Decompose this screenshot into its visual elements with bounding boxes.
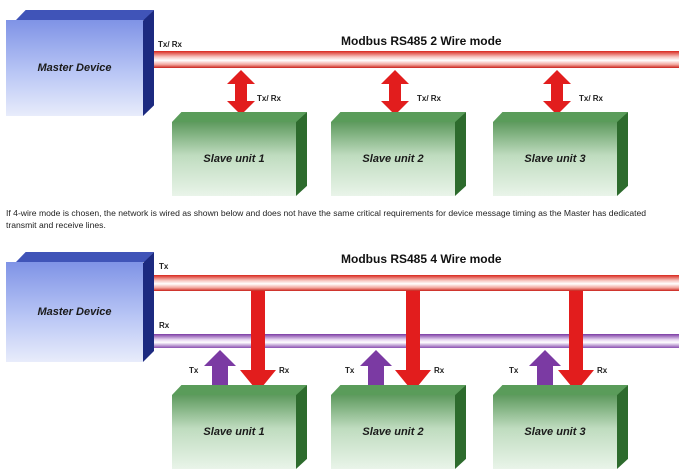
description-paragraph: If 4-wire mode is chosen, the network is…	[6, 208, 647, 230]
txrx-label: Tx/ Rx	[579, 94, 604, 103]
diagram-title-4-wire: Modbus RS485 4 Wire mode	[341, 252, 502, 266]
rx-label: Rx	[159, 321, 170, 330]
tx-label: Tx	[189, 366, 199, 375]
slave-unit-box: Slave unit 2	[331, 112, 466, 196]
tx-label: Tx	[509, 366, 519, 375]
tx-down-arrow	[395, 291, 431, 392]
slave-unit-box: Slave unit 1	[172, 112, 307, 196]
slave-unit-box: Slave unit 3	[493, 112, 628, 196]
slave-unit-label: Slave unit 3	[524, 153, 586, 165]
slave-unit-label: Slave unit 1	[203, 426, 265, 438]
txrx-label: Tx/ Rx	[257, 94, 282, 103]
master-device-label: Master Device	[37, 62, 112, 74]
slave-unit-label: Slave unit 3	[524, 426, 586, 438]
txrx-bus-line	[143, 51, 679, 68]
slave-unit-label: Slave unit 1	[203, 153, 265, 165]
diagram-title-2-wire: Modbus RS485 2 Wire mode	[341, 34, 502, 48]
master-device-box: Master Device	[6, 10, 154, 116]
slave-unit-box: Slave unit 1	[172, 385, 307, 469]
tx-bus-line	[143, 275, 679, 291]
tx-label: Tx	[345, 366, 355, 375]
rx-label: Rx	[434, 366, 445, 375]
tx-down-arrow	[558, 291, 594, 392]
slave-unit-label: Slave unit 2	[362, 153, 424, 165]
tx-label: Tx	[159, 262, 169, 271]
slave-unit-box: Slave unit 3	[493, 385, 628, 469]
bidirectional-arrow	[543, 70, 571, 115]
bidirectional-arrow	[381, 70, 409, 115]
rx-up-arrow	[360, 350, 392, 392]
rx-label: Rx	[597, 366, 608, 375]
txrx-label: Tx/ Rx	[158, 40, 183, 49]
rx-up-arrow	[529, 350, 561, 392]
master-device-box: Master Device	[6, 252, 154, 362]
txrx-label: Tx/ Rx	[417, 94, 442, 103]
rx-up-arrow	[204, 350, 236, 392]
bidirectional-arrow	[227, 70, 255, 115]
slave-unit-box: Slave unit 2	[331, 385, 466, 469]
master-device-label: Master Device	[37, 306, 112, 318]
rx-label: Rx	[279, 366, 290, 375]
tx-down-arrow	[240, 291, 276, 392]
slave-unit-label: Slave unit 2	[362, 426, 424, 438]
